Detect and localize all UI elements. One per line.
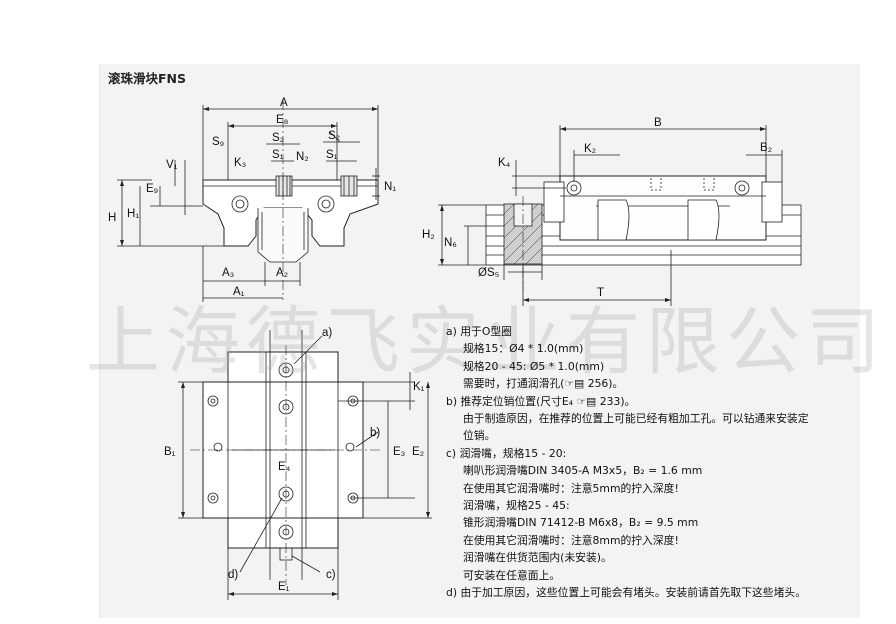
label-E4: E₄ [278,461,291,473]
label-N1: N₁ [384,181,396,193]
note-line: c) 润滑嘴，规格15 - 20: [446,446,567,460]
note-line: b) 推荐定位销位置(尺寸E₄ ☞▤ 233)。 [446,394,636,408]
note-line: 在使用其它润滑嘴时：注意5mm的拧入深度! [463,481,679,495]
note-line: 需要时，打通润滑孔(☞▤ 256)。 [463,377,624,391]
label-V1: V₁ [166,159,178,171]
label-H: H [108,212,116,224]
label-K4: K₄ [498,157,511,169]
label-S2-right: S₂ [328,130,340,142]
label-H2: H₂ [422,229,435,241]
label-K1: K₁ [413,381,425,393]
note-line: 锥形润滑嘴DIN 71412-B M6x8，B₂ = 9.5 mm [463,516,699,530]
label-A2: A₂ [276,267,288,279]
label-T: T [597,287,604,299]
label-a: a) [322,327,332,339]
label-c: c) [326,569,336,581]
label-H1: H₁ [127,208,139,220]
note-line: 喇叭形润滑嘴DIN 3405-A M3x5，B₂ = 1.6 mm [463,464,703,478]
label-S5: ØS₅ [478,267,500,279]
note-line: 位销。 [463,429,496,443]
notes-list: a) 用于O型圈规格15：Ø4 * 1.0(mm) 规格20 - 45: Ø5 *… [446,323,861,602]
label-b: b) [370,427,380,439]
label-N2: N₂ [296,151,309,163]
page-title: 滚珠滑块FNS [108,71,187,86]
label-A3: A₃ [222,267,235,279]
label-S1-left: S₁ [272,149,284,161]
label-K3: K₃ [234,157,247,169]
label-N6: N₆ [444,237,457,249]
label-B: B [654,117,662,129]
label-E9: E₉ [146,183,158,195]
note-line: 规格15：Ø4 * 1.0(mm) [463,342,584,356]
label-E2: E₂ [412,446,424,458]
label-A: A [280,97,288,109]
note-line: 润滑嘴，规格25 - 45: [463,499,570,513]
label-S9: S₉ [212,136,224,148]
label-B1: B₁ [164,446,176,458]
label-K2: K₂ [584,143,596,155]
side-view [438,125,802,306]
note-line: d) 由于加工原因，这些位置上可能会有堵头。安装前请首先取下这些堵头。 [446,586,806,600]
label-S2-left: S₂ [272,132,284,144]
note-line: 由于制造原因，在推荐的位置上可能已经有粗加工孔。可以钻通来安装定 [463,412,809,426]
top-view [178,330,432,600]
note-line: 可安装在任意面上。 [463,568,561,582]
note-line: 在使用其它润滑嘴时：注意8mm的拧入深度! [463,533,679,547]
label-A1: A₁ [233,286,245,298]
label-E8: E₈ [276,114,289,126]
label-d: d) [228,569,238,581]
drawing-panel [99,64,860,618]
front-view [117,100,380,302]
note-line: a) 用于O型圈 [446,325,512,338]
label-S1-right: S₁ [326,149,338,161]
note-line: 规格20 - 45: Ø5 * 1.0(mm) [463,359,605,373]
label-B2: B₂ [760,142,772,154]
note-line: 润滑嘴在供货范围内(未安装)。 [463,551,612,565]
label-E3: E₃ [393,446,406,458]
label-E1: E₁ [278,581,290,593]
